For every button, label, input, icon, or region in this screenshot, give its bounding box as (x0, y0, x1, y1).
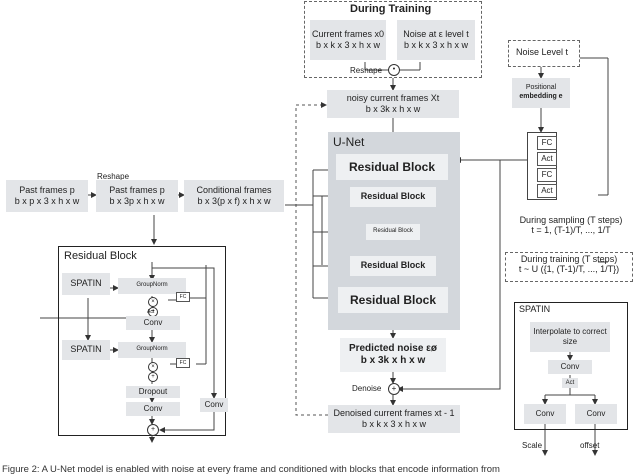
residual-block-4: Residual Block (350, 256, 436, 276)
stack-act-1: Act (537, 152, 557, 166)
dropout-box: Dropout (126, 386, 180, 398)
current-frames-label: Current frames x0 (311, 28, 385, 39)
act-label-1: Act (147, 309, 155, 315)
unet-title: U-Net (333, 135, 365, 149)
fc-box-1: FC (176, 292, 190, 302)
noise-level-box: Noise at ε level t b x k x 3 x h x w (397, 20, 475, 60)
past-frames-3p-label: Past frames p (109, 184, 165, 195)
spatin-act: Act (562, 378, 578, 388)
plus-node-2: + (148, 372, 158, 382)
conv-box-1: Conv (126, 316, 180, 330)
training-steps-info: During training (T steps) t ~ U ({1, (T-… (508, 254, 630, 274)
stack-fc-2: FC (537, 168, 557, 182)
training-steps-formula: t ~ U ({1, (T-1)/T, ..., 1/T}) (518, 264, 620, 274)
combine-node: • (388, 64, 400, 76)
training-title: During Training (350, 3, 432, 15)
interpolate-box: Interpolate to correct size (530, 322, 610, 352)
spatin-conv-box: Conv (548, 360, 592, 374)
offset-label: offset (580, 441, 600, 450)
figure-caption: Figure 2: A U-Net model is enabled with … (2, 464, 500, 475)
spatin-conv-right: Conv (575, 404, 617, 424)
denoised-frames-label: Denoised current frames xt - 1 (333, 407, 455, 418)
denoise-node: + (388, 383, 400, 395)
conv-skip-box: Conv (200, 398, 228, 412)
sampling-info: During sampling (T steps) t = 1, (T-1)/T… (512, 215, 630, 235)
residual-block-5: Residual Block (338, 287, 448, 313)
spatin-box-1: SPATIN (62, 273, 110, 295)
embedding-label: embedding e (519, 93, 563, 100)
residual-detail-panel (58, 246, 226, 436)
sampling-formula: t = 1, (T-1)/T, ..., 1/T (531, 225, 611, 235)
sampling-title: During sampling (T steps) (519, 215, 623, 225)
residual-block-1: Residual Block (336, 154, 448, 180)
spatin-detail-title: SPATIN (519, 304, 551, 314)
training-steps-panel (505, 252, 633, 282)
past-frames-3p-shape: b x 3p x h x w (109, 196, 165, 206)
times-node-2: × (148, 362, 158, 372)
noisy-frames-box: noisy current frames Xt b x 3k x h x w (327, 90, 459, 118)
residual-block-3: Residual Block (366, 224, 420, 240)
positional-embedding-box: Positional embedding e (512, 78, 570, 108)
scale-label: Scale (522, 441, 543, 450)
residual-sum-node: + (147, 424, 159, 436)
noise-level-label: Noise at ε level t (403, 28, 469, 39)
residual-block-2: Residual Block (350, 187, 436, 207)
residual-detail-title: Residual Block (64, 250, 137, 262)
past-frames-p-shape: b x p x 3 x h x w (14, 196, 80, 206)
conditional-frames-label: Conditional frames (196, 184, 272, 195)
noise-level-label: Noise Level t (516, 47, 569, 57)
past-frames-3p-box: Past frames p b x 3p x h x w (96, 180, 178, 212)
training-panel (304, 1, 482, 78)
conditional-frames-shape: b x 3(p x f) x h x w (197, 196, 271, 206)
positional-label: Positional (525, 84, 557, 92)
groupnorm-box-1: GroupNorm (118, 278, 186, 294)
spatin-detail-panel (514, 302, 628, 430)
spatin-conv-left: Conv (524, 404, 566, 424)
noisy-frames-label: noisy current frames Xt (346, 92, 440, 103)
denoised-frames-box: Denoised current frames xt - 1 b x k x 3… (328, 405, 460, 433)
denoise-label: Denoise (352, 384, 382, 393)
denoised-frames-shape: b x k x 3 x h x w (361, 419, 427, 429)
spatin-box-2: SPATIN (62, 340, 110, 360)
conditional-frames-box: Conditional frames b x 3(p x f) x h x w (184, 180, 284, 212)
predicted-noise-label: Predicted noise εø (348, 342, 438, 354)
current-frames-box: Current frames x0 b x k x 3 x h x w (310, 20, 386, 60)
training-reshape-label: Reshape (350, 66, 383, 75)
groupnorm-box-2: GroupNorm (118, 342, 186, 358)
predicted-noise-box: Predicted noise εø b x 3k x h x w (340, 338, 446, 372)
current-frames-shape: b x k x 3 x h x w (315, 40, 381, 50)
past-frames-p-label: Past frames p (19, 184, 75, 195)
conv-box-2: Conv (126, 402, 180, 416)
past-frames-p-box: Past frames p b x p x 3 x h x w (6, 180, 88, 212)
times-node-1: × (148, 297, 158, 307)
left-reshape-label: Reshape (97, 172, 130, 181)
noise-level-panel (508, 40, 580, 67)
predicted-noise-shape: b x 3k x h x w (360, 355, 426, 366)
stack-fc-1: FC (537, 136, 557, 150)
noisy-frames-shape: b x 3k x h x w (365, 104, 421, 114)
fc-box-2: FC (176, 358, 190, 368)
stack-act-2: Act (537, 184, 557, 198)
noise-level-shape: b x k x 3 x h x w (403, 40, 469, 50)
training-steps-title: During training (T steps) (520, 254, 618, 264)
